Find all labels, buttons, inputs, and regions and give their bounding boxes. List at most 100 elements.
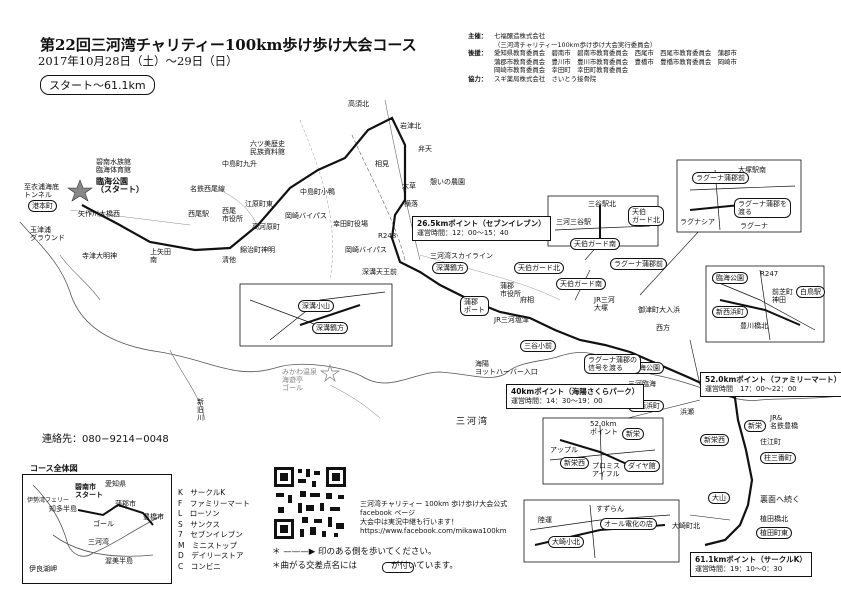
intersection-tenpaku-minami: 天伯ガード南 bbox=[570, 238, 620, 250]
checkpoint-52km: 52.0kmポイント（ファミリーマート）運営時間 17：00〜22：00 bbox=[700, 372, 841, 397]
label-yasaku: 矢作川大橋西 bbox=[78, 210, 120, 218]
label-mitani-north: 三谷駅北 bbox=[588, 200, 616, 208]
label-okazaki-bypass-2: 岡崎バイパス bbox=[345, 246, 387, 254]
label-benten: 弁天 bbox=[418, 145, 432, 153]
label-skyline: 三河湾スカイライン bbox=[430, 252, 493, 260]
label-meitetsu: 名鉄西尾線 bbox=[190, 185, 225, 193]
legend-item: C コンビニ bbox=[178, 561, 221, 571]
label-tunnel: 至衣浦海底トンネル bbox=[24, 183, 59, 199]
qr-code-icon[interactable] bbox=[272, 465, 348, 541]
label-shin-river: 新旧川 bbox=[197, 398, 204, 422]
overview-map: 愛知県 碧南市スタート 蒲郡市 豊橋市 ゴール 三河湾 知多半島 渥美半島 伊良… bbox=[22, 474, 172, 584]
label-tamatsu: 玉津浦グラウンド bbox=[30, 226, 65, 242]
overview-mikawa-bay: 三河湾 bbox=[88, 538, 109, 546]
contact-phone: 連絡先：080−9214−0048 bbox=[42, 434, 169, 445]
intersection-laguna-cross: ラグーナ蒲郡を渡る bbox=[734, 198, 791, 218]
label-fukama: 深溝天王前 bbox=[362, 268, 397, 276]
label-jr-mikawa-otsuka: JR三河大塚 bbox=[594, 296, 615, 312]
label-gamagori-office: 蒲郡市役所 bbox=[500, 282, 521, 298]
overview-goal: ゴール bbox=[93, 520, 114, 528]
intersection-laguna-inset: ラグーナ蒲郡前 bbox=[692, 172, 749, 184]
label-r247: R247 bbox=[760, 270, 779, 278]
intersection-rinkai-inset: 臨海公園 bbox=[712, 272, 748, 284]
label-takasu: 高須北 bbox=[348, 100, 369, 108]
intersection-fukama-tsurukata-inset: 深溝鶴方 bbox=[312, 322, 348, 334]
overview-chita: 知多半島 bbox=[49, 505, 77, 513]
label-maeshiba: 前芝町神田 bbox=[772, 288, 793, 304]
intersection-shinei-nishi-inset: 新栄西 bbox=[560, 457, 589, 469]
intersection-oyama: 大山 bbox=[708, 492, 730, 504]
label-nishio-station: 西尾駅 bbox=[188, 210, 209, 218]
label-kamihikita: 上矢田南 bbox=[150, 248, 171, 264]
label-nishikata: 西方 bbox=[656, 324, 670, 332]
label-goal: みかわ温泉海遊亭ゴール bbox=[282, 368, 317, 392]
intersection-shinei-inset: 新栄 bbox=[622, 428, 644, 440]
label-lagunasia: ラグナシア bbox=[680, 218, 715, 226]
label-osaki-kita: 大崎町北 bbox=[672, 522, 700, 530]
label-kojo: 江原町東 bbox=[245, 200, 273, 208]
organizer-row: 岡崎市教育委員会 幸田町 幸田町教育委員会 bbox=[494, 66, 629, 75]
intersection-mitani-sho: 三谷小前 bbox=[520, 340, 556, 352]
label-mikawa-bay: 三河湾 bbox=[456, 417, 490, 427]
label-hamase: 浜瀬 bbox=[680, 408, 694, 416]
overview-toyohashi: 豊橋市 bbox=[143, 513, 164, 521]
label-nakashima: 中島町九升 bbox=[222, 160, 257, 168]
label-aiful: アイフル bbox=[592, 470, 620, 478]
intersection-fukama-tsurukata: 深溝鶴方 bbox=[432, 262, 468, 274]
organizer-row: 協力：スギ薬局株式会社 さいとう接骨院 bbox=[468, 74, 597, 83]
intersection-marker-sample bbox=[382, 562, 414, 573]
label-nishiki: 錦治町神明 bbox=[240, 246, 275, 254]
intersection-hashira3: 柱三番町 bbox=[760, 452, 796, 464]
intersection-gamagori-port: 蒲郡ポート bbox=[460, 296, 489, 316]
checkpoint-26km: 26.5kmポイント（セブンイレブン）運営時間：12：00〜15：40 bbox=[412, 216, 551, 241]
intersection-tenpaku-minami-main: 天伯ガード南 bbox=[556, 278, 606, 290]
label-r248: R248 bbox=[378, 232, 397, 240]
label-aimi: 相見 bbox=[375, 160, 389, 168]
label-mikawa-mitani-st: 三河三谷駅 bbox=[556, 218, 591, 226]
start-star-icon bbox=[67, 179, 93, 202]
label-otsuka-st: 大塚駅南 bbox=[738, 166, 766, 174]
intersection-shinei: 新栄 bbox=[744, 420, 766, 432]
intersection-shinei-nishi: 新栄西 bbox=[700, 434, 729, 446]
label-kiyota: 清他 bbox=[222, 256, 236, 264]
intersection-laguna-main: ラグーナ蒲郡前 bbox=[610, 258, 667, 270]
label-rikuun: 陸運 bbox=[538, 516, 552, 524]
intersection-all-electric: オール電化の店 bbox=[600, 518, 657, 530]
label-apple: アップル bbox=[550, 446, 578, 454]
label-koda-office: 幸田町役場 bbox=[333, 220, 368, 228]
intersection-ueda-higashi: 植田町東 bbox=[756, 527, 792, 539]
note-intersections: ＊曲がる交差点名には が付いています。 bbox=[272, 561, 458, 571]
intersection-port: 港本町 bbox=[28, 200, 57, 212]
label-ueda-bashi-kita: 植田橋北 bbox=[760, 515, 788, 523]
overview-atsumi: 渥美半島 bbox=[105, 557, 133, 565]
label-nakashima2: 中島町小鴨 bbox=[300, 188, 335, 196]
label-start-park: 臨海公園（スタート） bbox=[96, 177, 144, 194]
overview-aichi: 愛知県 bbox=[105, 480, 126, 488]
legend-item: D デイリーストア bbox=[178, 551, 244, 560]
label-yokoochi: 横落 bbox=[404, 200, 418, 208]
label-yacht-harbor: 海陽ヨットハーバー入口 bbox=[475, 360, 538, 376]
label-okazaki-bypass: 岡崎バイパス bbox=[285, 212, 327, 220]
intersection-osaki-sho: 大崎小北 bbox=[548, 536, 584, 548]
intersection-fukama-koyama: 深溝小山 bbox=[298, 300, 334, 312]
intersection-shinnishihama-inset: 新西浜町 bbox=[712, 306, 748, 318]
overview-ise-bay: 伊良湖岬 bbox=[29, 565, 57, 573]
intersection-shiratori: 白鳥駅 bbox=[796, 286, 825, 298]
facebook-url[interactable]: https://www.facebook.com/mikawa100km bbox=[360, 527, 507, 535]
label-mito-oiri: 御津町大入浜 bbox=[638, 306, 680, 314]
convenience-legend: K サークルK F ファミリーマート L ローソン S サンクス 7 セブンイレ… bbox=[178, 488, 250, 572]
legend-item: F ファミリーマート bbox=[178, 498, 250, 508]
event-dates: 2017年10月28日（土）〜29日（日） bbox=[38, 54, 238, 68]
overview-ferry: 伊勢湾フェリー bbox=[27, 497, 70, 504]
organizer-row: 主催：七福醸造株式会社 bbox=[468, 32, 546, 40]
checkpoint-40km: 40kmポイント（海陽さくらパーク）運営時間：14：30〜19：00 bbox=[506, 384, 645, 409]
label-suzuran: すずらん bbox=[596, 505, 624, 513]
label-suminoe: 住江町 bbox=[760, 438, 781, 446]
label-aquarium: 碧南水族館臨海体育館 bbox=[96, 158, 131, 174]
label-takagawara: 高河原町 bbox=[252, 223, 280, 231]
label-promise: プロミス bbox=[592, 462, 620, 470]
legend-item: S サンクス bbox=[178, 519, 221, 529]
legend-item: K サークルK bbox=[178, 488, 226, 497]
intersection-tenpaku-kita: 天伯ガード北 bbox=[628, 206, 664, 226]
